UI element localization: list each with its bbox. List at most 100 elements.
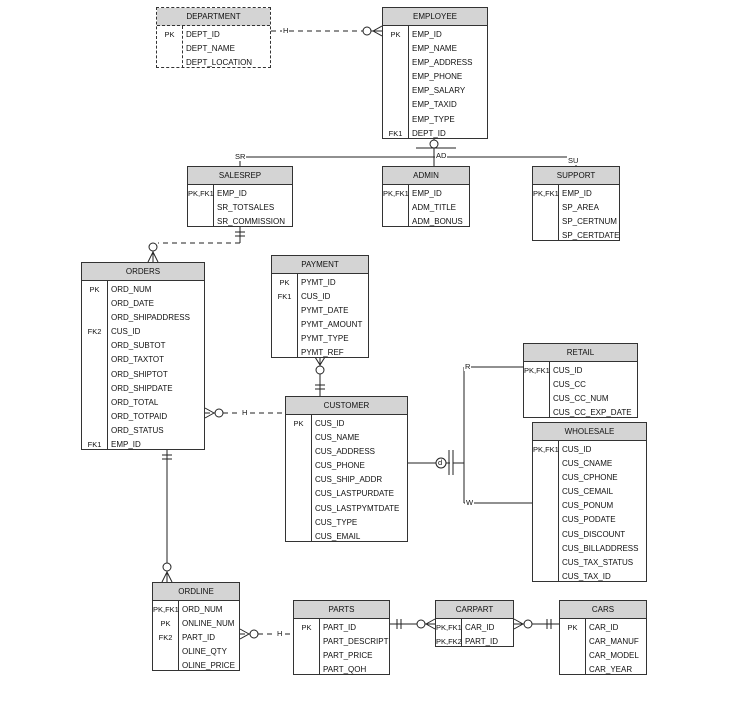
optional-circle-icon [416,619,426,629]
entity-title: ADMIN [383,167,469,185]
key-column: PK [157,26,183,68]
key-marker [383,84,408,98]
key-marker [82,297,107,311]
attribute-name: CUS_CPHONE [562,473,618,483]
key-marker [524,406,549,420]
attribute-name: ORD_NUM [111,285,152,294]
key-marker [524,392,549,406]
entity-title: CARPART [436,601,513,619]
attribute-name: SP_AREA [562,203,599,213]
key-marker: FK1 [87,440,102,450]
attribute-name: CUS_CC_EXP_DATE [553,408,632,418]
key-marker [383,56,408,70]
key-marker [286,445,311,459]
rel-label-dept-emp: H [282,26,290,35]
attribute-name: OLINE_QTY [182,647,227,657]
attribute-name: CUS_TYPE [315,517,358,527]
attribute-name: PYMT_ID [301,278,336,287]
subtype-label-sr: SR [234,152,247,161]
key-marker [294,635,319,649]
optional-circle-icon [214,408,224,418]
attribute-name: CUS_NAME [315,433,360,443]
attribute-name: CUS_PONUM [562,501,614,511]
optional-circle-icon [429,139,439,149]
entity-title: CARS [560,601,646,619]
entity-title: WHOLESALE [533,423,646,441]
attribute-name: ORD_SHIPDATE [111,383,173,393]
attribute-name: CAR_MODEL [589,651,639,661]
attribute-name: SP_CERTDATE [562,231,620,241]
key-marker [533,201,558,215]
entity-title: RETAIL [524,344,637,362]
attribute-name: CAR_MANUF [589,637,639,647]
crowfoot-icon [161,571,168,583]
attribute-name: CAR_ID [589,623,619,632]
attribute-name: CAR_YEAR [589,665,633,675]
attribute-name: EMP_NAME [412,44,457,54]
attribute-name: PYMT_DATE [301,306,349,316]
optional-circle-icon [315,365,325,375]
key-marker: PK,FK1 [533,445,559,454]
attribute-name: PYMT_TYPE [301,334,349,344]
key-marker: FK2 [87,327,102,337]
attribute-name: EMP_ID [217,189,247,198]
attribute-name: CUS_CC_NUM [553,394,609,404]
subtype-label-d: d [438,458,443,467]
key-marker: PK,FK1 [383,189,409,198]
attribute-name: CAR_ID [465,623,495,632]
attribute-name: CUS_CC [553,380,586,390]
key-column: PK,FK1 [188,185,214,227]
attribute-name: CUS_TAX_ID [562,571,611,581]
key-column: PK,FK1 [524,362,550,418]
key-marker [157,56,182,70]
key-marker: PK [279,278,290,287]
key-marker: PK,FK1 [436,623,462,632]
key-marker [286,530,311,544]
attribute-name: ADM_TITLE [412,203,457,213]
key-marker [560,635,585,649]
crowfoot-icon [147,251,154,263]
key-marker [286,487,311,501]
attribute-name: CUS_ID [301,292,331,302]
key-marker [272,332,297,346]
crowfoot-icon [513,618,524,625]
attribute-name: ORD_SUBTOT [111,341,166,351]
attribute-name: ORD_NUM [182,605,223,614]
attribute-name: CUS_LASTPURDATE [315,489,394,499]
key-marker: PK,FK1 [533,189,559,198]
key-marker [524,378,549,392]
key-marker [383,215,408,229]
attribute-name: PART_DESCRIPT [323,637,389,647]
attribute-column: CAR_ID CAR_MANUF CAR_MODEL CAR_YEAR [586,619,646,677]
attribute-name: CUS_CEMAIL [562,487,614,497]
key-marker [533,485,558,499]
